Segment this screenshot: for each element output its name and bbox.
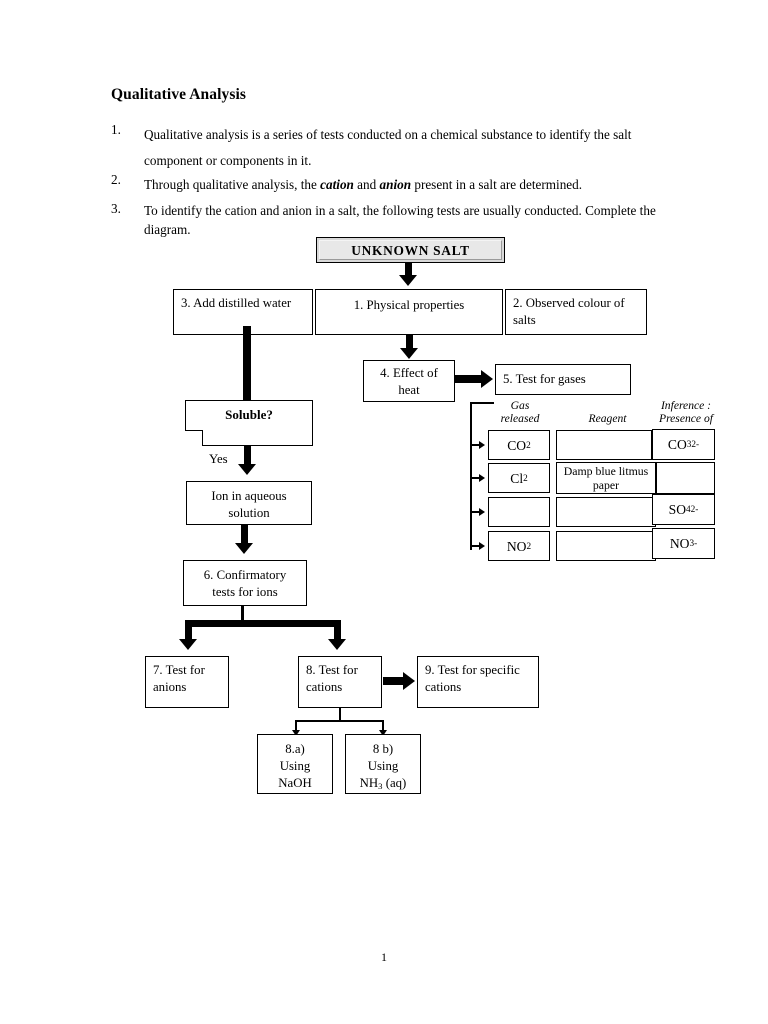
box8b-line-1: 8 b) (372, 742, 394, 756)
arrowhead-to-box7 (179, 639, 197, 650)
gas-cell-row1-reagent (556, 430, 652, 460)
unknown-salt-banner: UNKNOWN SALT (316, 237, 505, 263)
emphasis-anion: anion (379, 177, 412, 192)
arrowhead-soluble-to-ion (238, 464, 256, 475)
flow-box-ion-in-aqueous-solution: Ion in aqueous solution (186, 481, 312, 525)
gas-cell-row4-reagent (556, 531, 656, 561)
connector-heat-to-gases (455, 375, 483, 383)
list-item-2-mid: and (353, 177, 380, 192)
emphasis-cation: cation (320, 177, 354, 192)
connector-soluble-to-ion (244, 446, 251, 468)
flow-box-4-effect-of-heat: 4. Effect of heat (363, 360, 455, 402)
flow-box-5-test-for-gases: 5. Test for gases (495, 364, 631, 395)
gas-header-line-1: Gas (510, 399, 530, 412)
arrowhead-to-box8a (292, 730, 300, 736)
unknown-salt-label: UNKNOWN SALT (319, 240, 502, 260)
flow-box-8a-using-naoh: 8.a) Using NaOH (257, 734, 333, 794)
connector-ion-to-confirmatory (241, 525, 248, 547)
connector-salt-to-physical (405, 263, 412, 279)
gas-row-3-arrowhead (479, 508, 485, 516)
connector-to-box8a (295, 720, 297, 732)
list-number-3: 3. (111, 201, 121, 216)
gas-table-header-reagent: Reagent (588, 412, 627, 425)
gas-table-header-inference: Inference : Presence of (650, 399, 722, 425)
connector-box6-branch-bar (185, 620, 341, 627)
flow-box-2-observed-colour: 2. Observed colour of salts (505, 289, 647, 335)
gas-table-header-gas-released: Gas released (489, 399, 551, 425)
box8b-line-3: NH3 (aq) (359, 776, 407, 791)
connector-to-box8 (334, 620, 341, 643)
gas-header-line-2: released (500, 412, 540, 425)
list-item-3: To identify the cation and anion in a sa… (144, 203, 656, 237)
gas-row-1-connector (471, 444, 480, 446)
flow-box-6-confirmatory-tests: 6. Confirmatory tests for ions (183, 560, 307, 606)
box8b-line-2: Using (367, 759, 399, 773)
connector-box8-to-box9 (383, 677, 405, 685)
arrowhead-heat-to-gases (481, 370, 493, 388)
connector-physical-to-heat (406, 335, 413, 352)
flow-box-1-physical-properties: 1. Physical properties (315, 289, 503, 335)
soluble-box-notch (185, 430, 203, 446)
gas-table-feeder-top (470, 402, 494, 404)
arrowhead-salt-to-physical (399, 275, 417, 286)
arrowhead-physical-to-heat (400, 348, 418, 359)
soluble-label: Soluble? (225, 407, 273, 422)
list-number-1: 1. (111, 122, 121, 137)
yes-branch-label: Yes (209, 452, 228, 466)
connector-box6-stem (241, 606, 244, 623)
inference-header-line-1: Inference : (660, 399, 712, 412)
gas-row-2-arrowhead (479, 474, 485, 482)
gas-cell-row2-reagent: Damp blue litmus paper (556, 462, 656, 494)
list-number-2: 2. (111, 172, 121, 187)
list-item-2-prefix: Through qualitative analysis, the (144, 177, 321, 192)
arrowhead-box8-to-box9 (403, 672, 415, 690)
list-item-2: Through qualitative analysis, the cation… (144, 172, 684, 198)
connector-box8-branch-bar (295, 720, 384, 722)
arrowhead-to-box8 (328, 639, 346, 650)
connector-box8-stem (339, 708, 341, 721)
gas-cell-row2-inference (656, 462, 715, 494)
flow-box-8b-using-nh3: 8 b) Using NH3 (aq) (345, 734, 421, 794)
flow-box-8-test-for-cations: 8. Test for cations (298, 656, 382, 708)
gas-row-2-connector (471, 477, 480, 479)
connector-box3-to-soluble (243, 326, 251, 404)
flow-box-soluble: Soluble? (185, 400, 313, 446)
box8a-line-1: 8.a) (285, 742, 305, 756)
gas-cell-row3-gas (488, 497, 550, 527)
gas-row-4-arrowhead (479, 542, 485, 550)
gas-row-1-arrowhead (479, 441, 485, 449)
gas-row-4-connector (471, 545, 480, 547)
gas-row-3-connector (471, 511, 480, 513)
box8a-line-2: Using (279, 759, 311, 773)
flow-box-9-test-specific-cations: 9. Test for specific cations (417, 656, 539, 708)
page-number: 1 (381, 950, 387, 964)
flow-box-7-test-for-anions: 7. Test for anions (145, 656, 229, 708)
list-item-2-suffix: present in a salt are determined. (411, 177, 583, 192)
arrowhead-to-box8b (379, 730, 387, 736)
list-item-1: Qualitative analysis is a series of test… (144, 127, 632, 168)
arrowhead-ion-to-confirmatory (235, 543, 253, 554)
connector-to-box8b (382, 720, 384, 732)
connector-to-box7 (185, 620, 192, 643)
inference-header-line-2: Presence of (659, 412, 713, 425)
box8a-line-3: NaOH (278, 776, 312, 790)
page-title: Qualitative Analysis (111, 86, 247, 103)
gas-cell-row3-reagent (556, 497, 656, 527)
